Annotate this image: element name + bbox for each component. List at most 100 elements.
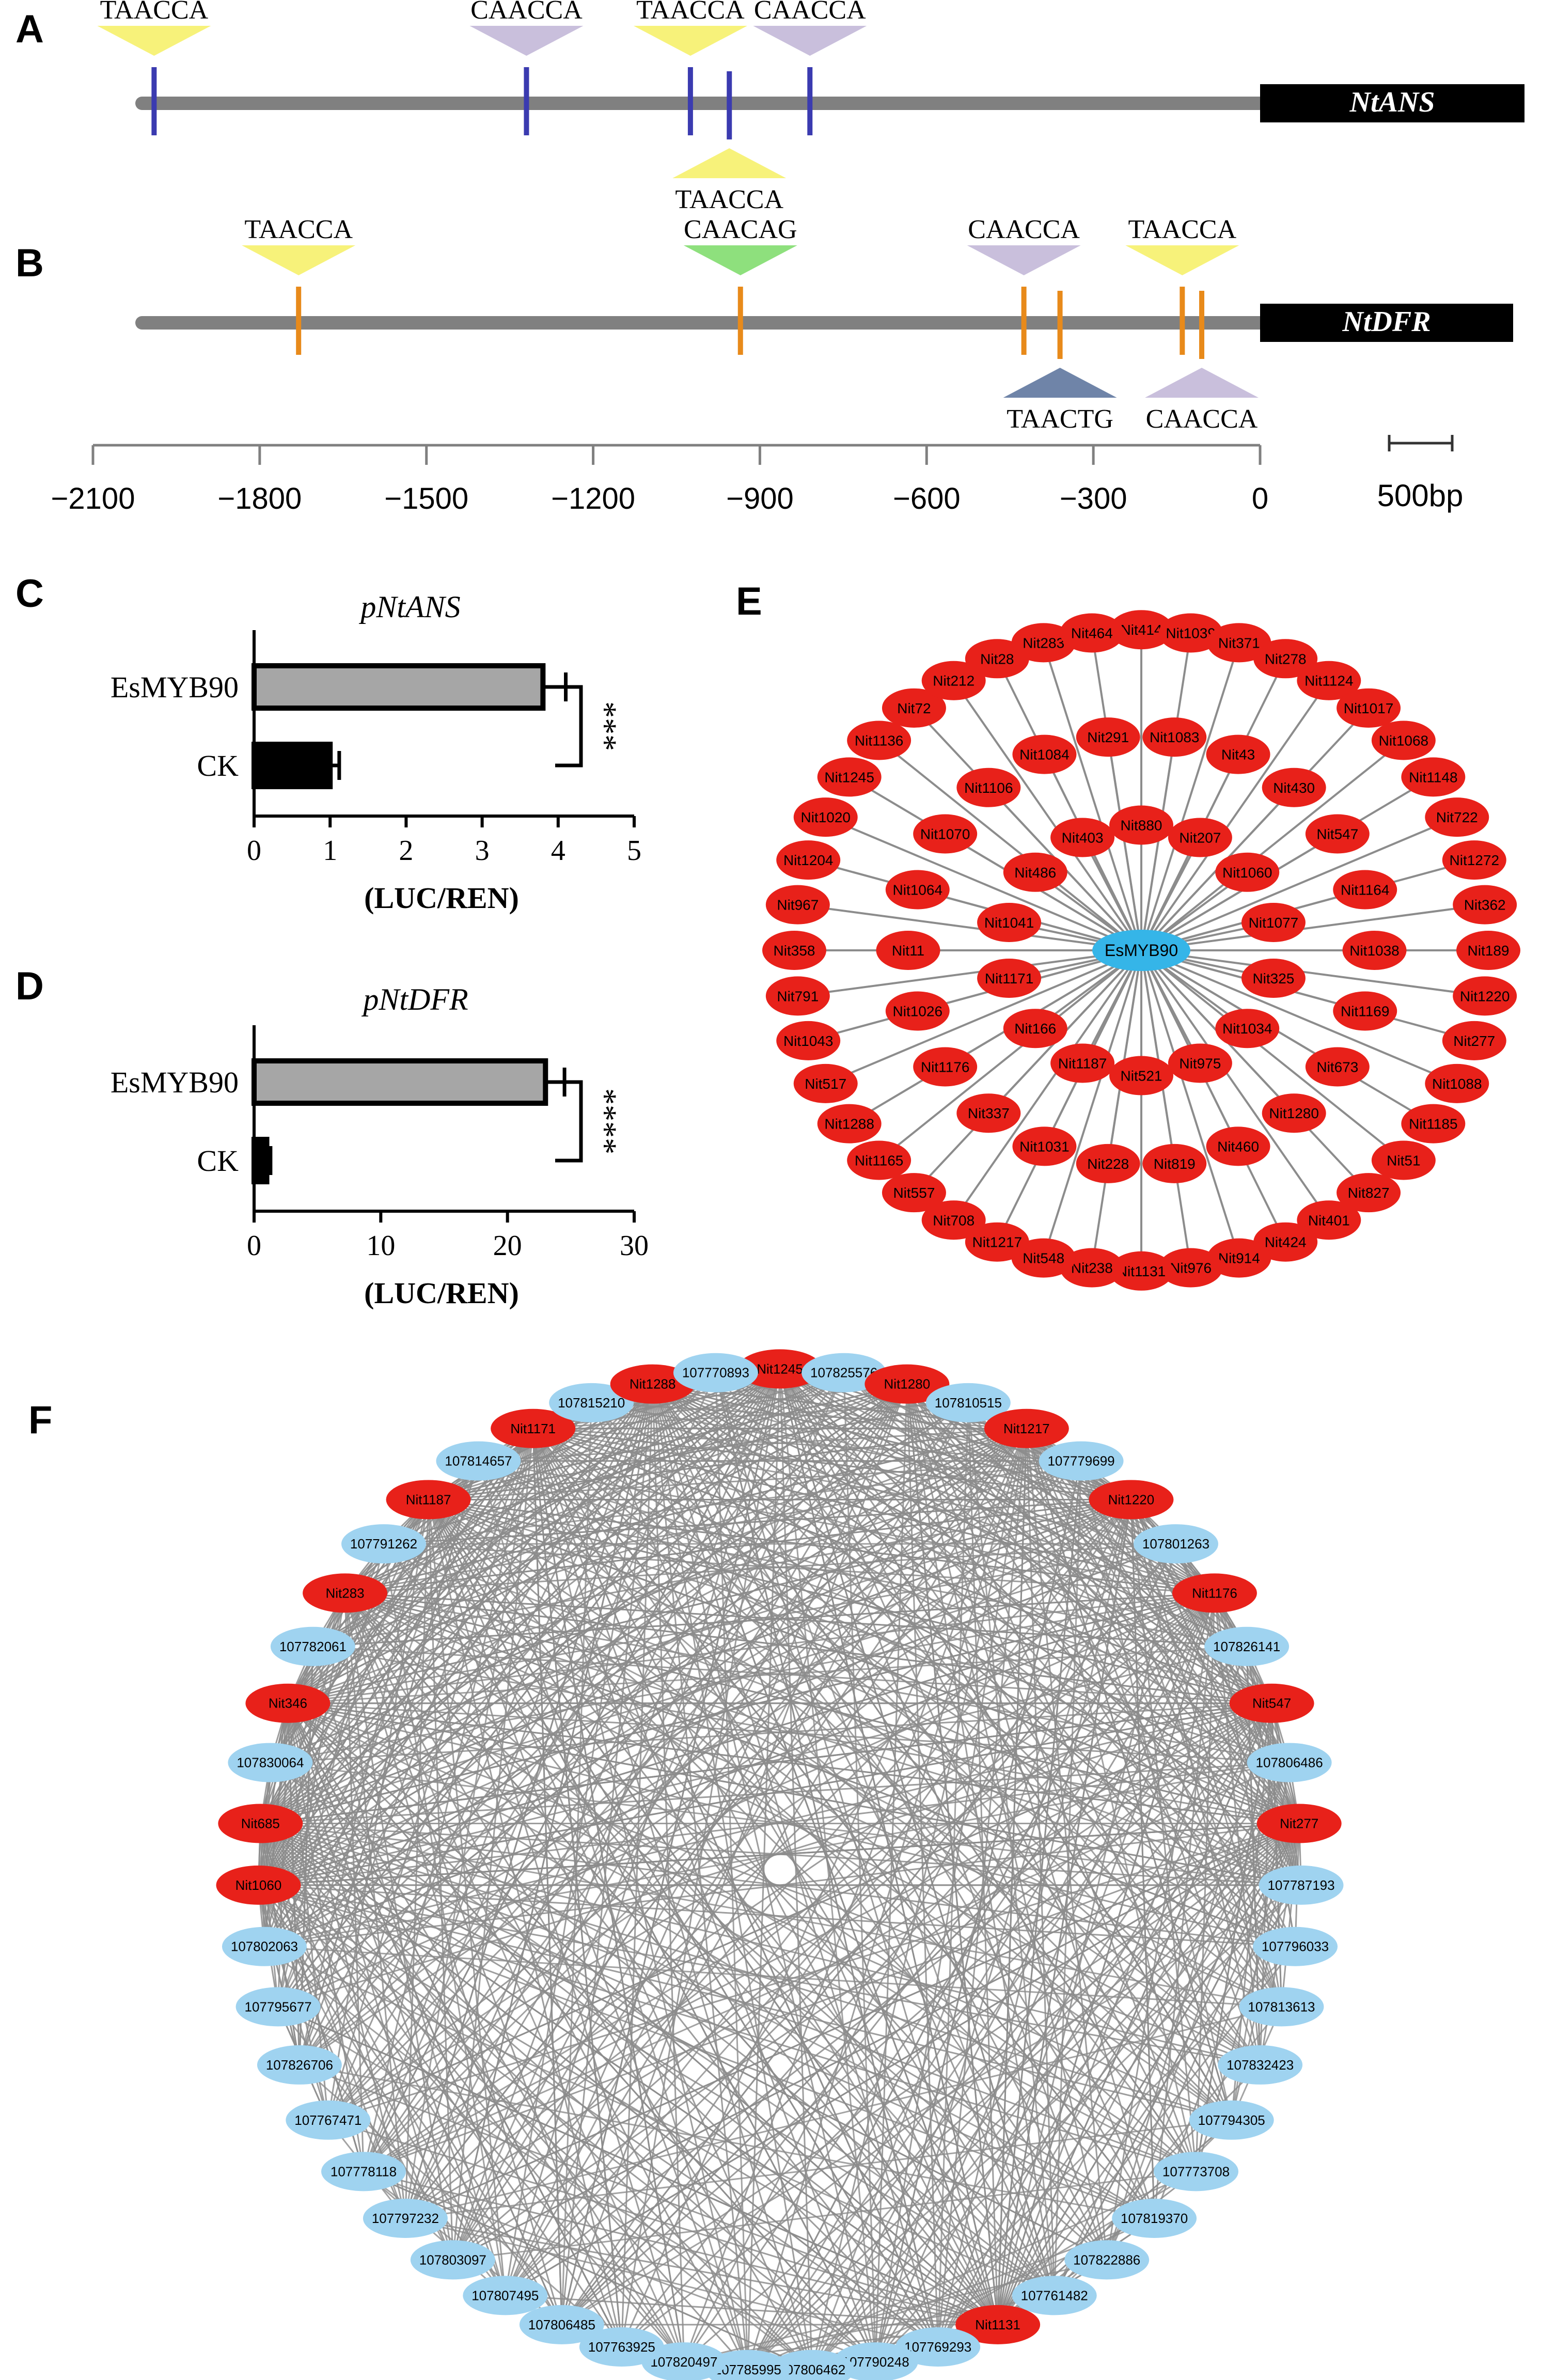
gene-node: 107790248	[833, 2342, 918, 2380]
node-ellipse	[1050, 1043, 1115, 1083]
network-node: Nit1060	[1215, 852, 1280, 892]
network-node: Nit1165	[847, 1140, 911, 1180]
network-edge	[428, 1499, 1055, 2296]
node-label: Nit11	[892, 943, 924, 959]
network-edge	[532, 1428, 876, 2362]
network-edge	[260, 1368, 780, 1824]
node-ellipse	[549, 1383, 634, 1422]
network-node: Nit914	[1207, 1238, 1271, 1278]
network-edge	[906, 1384, 1108, 2260]
network-node: Nit791	[765, 976, 830, 1016]
node-ellipse	[1076, 717, 1140, 757]
gene-node: 107807495	[463, 2276, 548, 2315]
node-label: 107787193	[1267, 1877, 1334, 1893]
network-node: Nit722	[1425, 797, 1489, 837]
network-edge	[652, 1384, 877, 2362]
node-label: Nit1031	[1019, 1138, 1070, 1154]
network-edge	[811, 1884, 1302, 2370]
gene-node: 107801263	[1133, 1524, 1218, 1564]
node-label: Nit486	[1014, 865, 1056, 881]
network-edge	[1140, 950, 1240, 1259]
network-edge	[287, 1703, 623, 2347]
network-edge	[260, 1823, 1155, 2219]
node-label: Nit424	[1265, 1234, 1307, 1250]
network-edge	[652, 1383, 1302, 1886]
network-edge	[428, 1499, 506, 2296]
node-label: Nit51	[1387, 1153, 1420, 1169]
network-edge	[312, 1368, 780, 1648]
x-tick-label: 0	[247, 835, 261, 867]
network-node: Nit325	[1241, 958, 1306, 998]
network-edge	[363, 1368, 781, 2172]
network-edge	[258, 1372, 717, 1886]
network-node: Nit1041	[977, 903, 1042, 943]
gene-node: 107778118	[321, 2152, 406, 2191]
network-node: Nit1124	[1297, 661, 1361, 700]
gene-node: 107773708	[1153, 2152, 1238, 2191]
network-node: Nit708	[921, 1200, 986, 1240]
node-ellipse	[1012, 1126, 1077, 1166]
gene-node: 107794305	[1189, 2100, 1274, 2140]
motif-marker	[967, 245, 1081, 275]
network-edge	[996, 658, 1142, 951]
node-ellipse	[1425, 1063, 1489, 1103]
node-ellipse	[1003, 852, 1067, 892]
node-ellipse	[913, 814, 978, 854]
network-node: Nit673	[1305, 1047, 1370, 1087]
node-ellipse	[1076, 1144, 1140, 1183]
node-label: Nit1124	[1304, 673, 1353, 689]
gene-node: 107826141	[1204, 1626, 1290, 1666]
network-edge	[405, 1823, 1300, 2219]
node-label: 107773708	[1162, 2164, 1230, 2179]
gene-node: 107832423	[1218, 2045, 1303, 2085]
node-ellipse	[865, 1364, 950, 1404]
network-node: Nit1064	[885, 870, 950, 910]
network-edge	[715, 1372, 1056, 2296]
gene-node: 107806462	[769, 2350, 855, 2380]
network-edge	[1195, 1703, 1273, 2172]
node-ellipse	[977, 903, 1042, 943]
network-edge	[1140, 707, 1370, 951]
network-edge	[621, 1823, 1300, 2348]
node-ellipse	[833, 2342, 918, 2380]
gene-node: 107820497	[641, 2342, 727, 2380]
network-edge	[260, 1823, 876, 2363]
node-label: Nit464	[1071, 625, 1113, 641]
network-edge	[264, 1946, 1055, 2296]
network-edge	[875, 1946, 1296, 2363]
gene-node: 107770893	[673, 1353, 758, 1392]
x-tick-label: 1	[323, 835, 337, 867]
network-node: Nit1164	[1333, 870, 1397, 910]
node-label: 107832423	[1227, 2057, 1294, 2073]
node-ellipse	[1337, 688, 1401, 728]
node-label: Nit1171	[510, 1421, 556, 1436]
network-node: Nit1026	[885, 991, 950, 1031]
network-edge	[848, 949, 1142, 1125]
node-ellipse	[673, 1353, 758, 1392]
network-edge	[383, 1543, 999, 2325]
network-edge	[452, 1402, 969, 2261]
network-node: Nit976	[1158, 1248, 1223, 1288]
node-label: Nit1084	[1019, 747, 1070, 763]
network-edge	[652, 1383, 1290, 1763]
gene-node: 107761482	[1012, 2276, 1097, 2315]
network-edge	[505, 1702, 1272, 2296]
node-ellipse	[228, 1743, 313, 1782]
node-ellipse	[1215, 852, 1280, 892]
axis-tick-label: −600	[893, 482, 961, 515]
node-ellipse	[641, 2342, 727, 2380]
network-node: Nit1077	[1241, 903, 1306, 943]
network-edge	[825, 949, 1142, 1085]
gene-box-ntdfr	[1260, 304, 1513, 342]
network-edge	[405, 1702, 1272, 2219]
motif-marker	[683, 245, 797, 275]
network-node: Nit1272	[1442, 840, 1506, 880]
node-label: Nit430	[1273, 780, 1315, 796]
network-node: Nit43	[1206, 734, 1270, 774]
network-edge	[561, 1543, 1177, 2325]
node-label: 107830064	[237, 1755, 304, 1771]
node-label: 107769293	[904, 2339, 971, 2355]
network-node: Nit967	[765, 885, 830, 925]
